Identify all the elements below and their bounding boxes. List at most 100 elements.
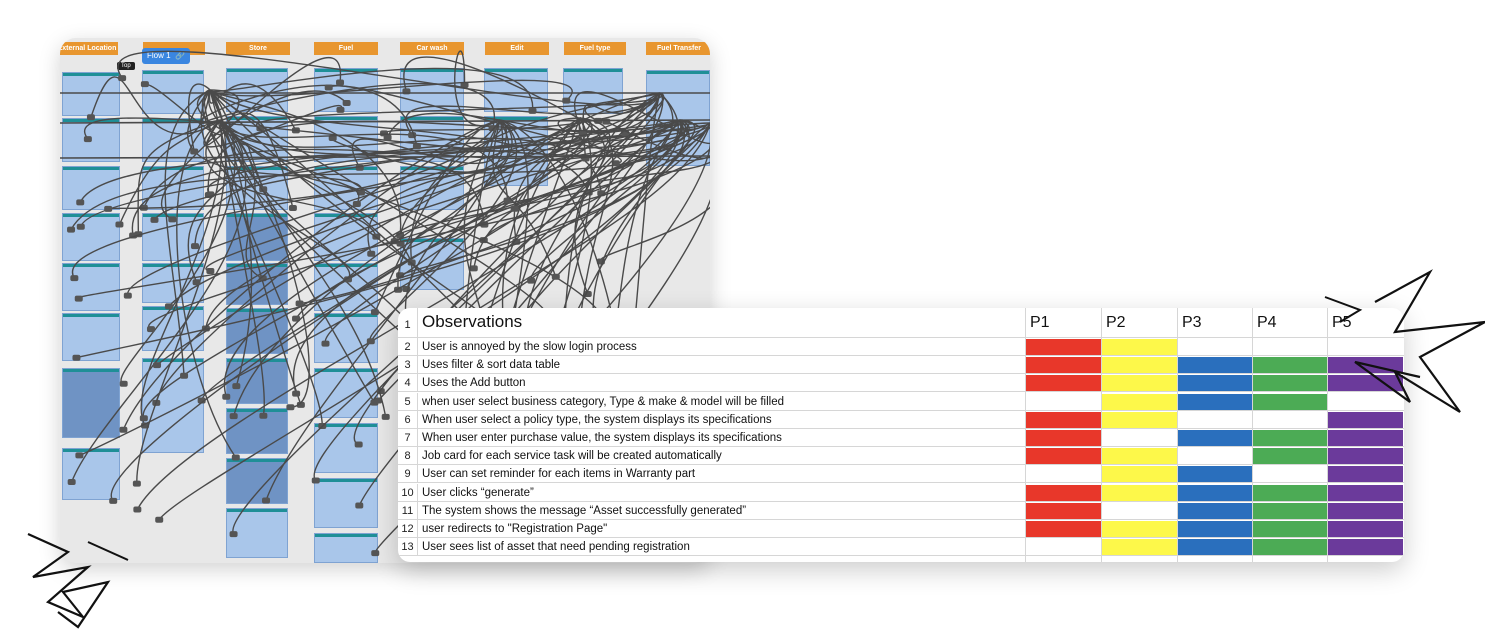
- connection-line: [136, 89, 227, 484]
- column-header[interactable]: Edit: [485, 42, 549, 55]
- connection-node: [366, 338, 375, 345]
- connection-node: [412, 143, 421, 150]
- connection-line: [209, 89, 551, 321]
- connection-node: [67, 478, 76, 485]
- row-number: 13: [398, 538, 418, 557]
- participant-mark: [1102, 357, 1177, 374]
- connection-node: [611, 160, 620, 167]
- screen-thumbnail[interactable]: [142, 263, 204, 303]
- participant-mark: [1026, 375, 1101, 392]
- participant-mark: [1328, 484, 1403, 501]
- connection-node: [551, 273, 560, 280]
- row-number: 3: [398, 356, 418, 375]
- participant-mark: [1026, 502, 1101, 519]
- column-header[interactable]: External Location: [60, 42, 118, 55]
- participant-mark: [1026, 448, 1101, 465]
- screen-thumbnail[interactable]: [314, 533, 378, 563]
- flow-canvas[interactable]: External Location Store Fuel Car wash Edit Fu…: [60, 38, 710, 563]
- connection-node: [115, 221, 124, 228]
- row-number: 12: [398, 520, 418, 538]
- column-header[interactable]: Store: [226, 42, 290, 55]
- connection-line: [592, 119, 696, 358]
- observation-row: 3 Uses filter & sort data table: [398, 356, 1404, 375]
- connection-line: [209, 89, 253, 387]
- connection-line: [223, 117, 591, 397]
- connection-line: [204, 82, 496, 129]
- participant-mark: [1253, 393, 1328, 410]
- connection-node: [119, 426, 128, 433]
- column-header[interactable]: Fuel Transfer: [646, 42, 710, 55]
- connection-line: [76, 119, 685, 359]
- participant-mark: [1102, 375, 1177, 392]
- connection-node: [74, 295, 83, 302]
- connection-node: [370, 399, 379, 406]
- connection-node: [231, 454, 240, 461]
- screen-thumbnail[interactable]: [142, 118, 204, 162]
- connection-node: [371, 550, 380, 557]
- connection-node: [168, 216, 177, 223]
- connection-node: [460, 82, 469, 89]
- screen-thumbnail[interactable]: [142, 70, 204, 114]
- connection-node: [469, 265, 478, 272]
- screen-thumbnail[interactable]: [62, 118, 120, 162]
- connection-node: [510, 205, 519, 212]
- screen-thumbnail[interactable]: [62, 313, 120, 361]
- connection-line: [203, 104, 343, 148]
- screen-thumbnail[interactable]: [314, 478, 378, 528]
- participant-mark: [1328, 502, 1403, 519]
- connection-line: [232, 92, 665, 535]
- connection-node: [229, 413, 238, 420]
- column-divider: [1252, 308, 1253, 562]
- connection-node: [119, 380, 128, 387]
- screen-thumbnail[interactable]: [400, 68, 464, 112]
- observation-text: When user enter purchase value, the syst…: [422, 432, 782, 444]
- connection-node: [328, 135, 337, 142]
- screen-thumbnail[interactable]: [226, 358, 288, 404]
- connection-node: [76, 223, 85, 230]
- connection-node: [146, 326, 155, 333]
- participant-mark: [1026, 484, 1101, 501]
- participant-mark: [1178, 502, 1253, 519]
- column-divider: [1177, 308, 1178, 562]
- connection-line: [219, 119, 264, 279]
- screen-thumbnail[interactable]: [484, 68, 548, 112]
- link-icon[interactable]: 🔗: [175, 51, 185, 60]
- row-number: 5: [398, 392, 418, 411]
- connection-node: [296, 401, 305, 408]
- connection-node: [336, 79, 345, 86]
- connection-node: [132, 480, 141, 487]
- connection-line: [578, 117, 614, 336]
- participant-mark: [1178, 430, 1253, 446]
- participant-mark: [1253, 502, 1328, 519]
- column-header[interactable]: Car wash: [400, 42, 464, 55]
- observation-text: Uses filter & sort data table: [422, 359, 561, 372]
- observation-text: The system shows the message “Asset succ…: [422, 504, 747, 517]
- connection-node: [191, 243, 200, 250]
- connection-node: [180, 372, 189, 379]
- connection-node: [503, 197, 512, 204]
- participant-mark: [1102, 466, 1177, 483]
- connection-line: [209, 89, 387, 417]
- participant-mark: [1178, 375, 1253, 392]
- connection-node: [190, 148, 199, 155]
- connection-node: [192, 279, 201, 286]
- column-header[interactable]: Fuel type: [564, 42, 626, 55]
- column-header[interactable]: Fuel: [314, 42, 378, 55]
- zigzag-doodle-icon: [27, 532, 129, 629]
- participant-mark: [1178, 357, 1253, 374]
- screen-thumbnail[interactable]: [62, 263, 120, 311]
- connection-node: [370, 309, 379, 316]
- connection-node: [381, 413, 390, 420]
- connection-node: [292, 315, 301, 322]
- connection-node: [118, 75, 127, 82]
- connection-node: [86, 114, 95, 121]
- connection-line: [79, 92, 661, 457]
- screen-thumbnail[interactable]: [62, 368, 120, 438]
- observation-text: user redirects to "Registration Page": [422, 523, 608, 535]
- participant-mark: [1178, 466, 1253, 483]
- connection-node: [197, 397, 206, 404]
